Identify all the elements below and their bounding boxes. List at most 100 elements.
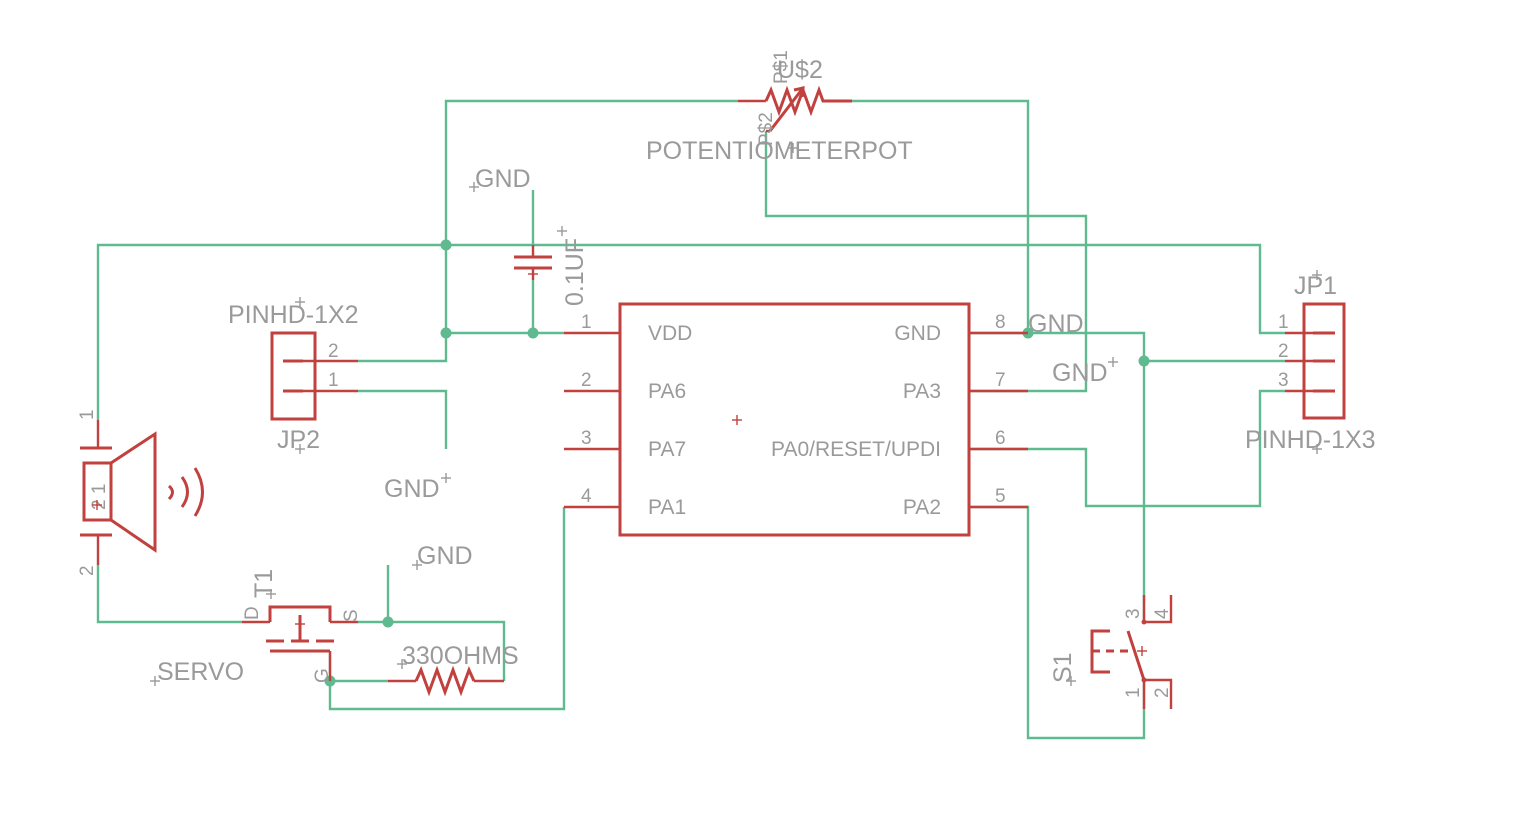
switch-pin-number: 4: [1152, 608, 1173, 619]
gnd-origin: [1108, 357, 1118, 367]
wire-speaker-drain: [96, 565, 242, 624]
sound-wave: [180, 476, 189, 508]
resistor-origin: [397, 659, 407, 669]
switch-pin-number: 2: [1152, 687, 1173, 698]
resistor-value: 330OHMS: [402, 642, 519, 670]
switch-origin: [1137, 646, 1147, 656]
switch-lead: [1144, 595, 1173, 624]
cap-value-origin: [557, 226, 567, 236]
ic-body: [618, 302, 971, 537]
fet-name-origin: [266, 589, 276, 599]
wire-pot-right: [852, 99, 1030, 333]
fet-g-label: G: [312, 668, 333, 683]
switch-pin-number: 1: [1123, 687, 1144, 698]
switch-name: S1: [1049, 652, 1077, 683]
ic-pin-name: PA6: [648, 380, 686, 403]
junctions: [324, 239, 1150, 687]
gnd-label-left: GND: [384, 475, 440, 503]
gnd-origin: [469, 182, 479, 192]
ic-pin-name: VDD: [648, 322, 692, 345]
junction-dot: [527, 327, 539, 339]
junction-dot: [1138, 355, 1150, 367]
wire-updi: [970, 389, 1285, 508]
jp2-value: PINHD-1X2: [228, 301, 359, 329]
wire-pot-left: [444, 99, 738, 333]
jp2-origin-mark: [295, 297, 305, 454]
ic-origin-mark: [732, 415, 742, 425]
wire-vdd-rail: [96, 243, 1285, 420]
switch-terminal: [1141, 619, 1147, 625]
fet-d-label: D: [242, 606, 263, 620]
gnd-origin: [412, 560, 422, 570]
servo-label-group: SERVO: [150, 658, 244, 686]
ic-pin-name: PA2: [903, 496, 941, 519]
jp1-pin-number: 2: [1278, 341, 1289, 362]
ic-pin-number: 5: [995, 486, 1006, 507]
ic-attiny[interactable]: 1 2 3 4 VDD PA6 PA7 PA1 8 7 6 5 GND PA3 …: [564, 302, 1028, 537]
potentiometer[interactable]: P$1 P$2 U$2 POTENTIOMETERPOT: [646, 50, 913, 165]
mosfet-t1[interactable]: D S G T1: [242, 569, 362, 683]
fet-s-label: S: [341, 609, 362, 622]
wire-source-resistor: [358, 620, 506, 681]
header-jp2[interactable]: 2 1 PINHD-1X2 JP2: [228, 297, 359, 454]
switch-pin-number: 3: [1123, 608, 1144, 619]
pot-wiper: [768, 87, 805, 132]
speaker-coil: [82, 461, 113, 522]
pot-pin-label: P$2: [756, 112, 777, 146]
ic-pin-number: 6: [995, 428, 1006, 449]
speaker-pin-number: 2: [77, 565, 98, 576]
switch-terminal: [1141, 677, 1147, 683]
header-jp1[interactable]: 1 2 3 JP1 PINHD-1X3: [1245, 270, 1376, 454]
ic-pin-name: PA3: [903, 380, 941, 403]
pot-wiper-arrow: [793, 86, 805, 98]
ic-pin-number: 8: [995, 312, 1006, 333]
servo-label: SERVO: [157, 658, 244, 686]
sound-wave: [193, 467, 204, 517]
jp2-pin-number: 2: [328, 341, 339, 362]
pot-origin-mark: [788, 143, 798, 153]
speaker[interactable]: 1 2 2 1: [77, 409, 204, 576]
gnd-labels: GND GND GND GND GND: [384, 165, 1118, 570]
pot-value: POTENTIOMETERPOT: [646, 137, 913, 165]
fet-drain: [268, 605, 300, 622]
ic-pin-number: 4: [581, 486, 592, 507]
wire-pa2-switch: [970, 505, 1146, 740]
switch-name-origin: [1066, 676, 1076, 686]
ic-pin-number: 1: [581, 312, 592, 333]
gnd-label-right: GND: [1052, 359, 1108, 387]
pot-name: U$2: [777, 56, 823, 84]
gnd-label-top: GND: [475, 165, 531, 193]
junction-dot: [382, 616, 394, 628]
junction-dot: [440, 239, 452, 251]
jp2-name: JP2: [277, 426, 320, 454]
ic-pin-number: 2: [581, 370, 592, 391]
switch-lead: [1144, 678, 1173, 709]
wire-pa1-gate: [328, 507, 566, 711]
gnd-label-fet: GND: [417, 542, 473, 570]
resistor-zigzag: [414, 665, 476, 697]
fet-name: T1: [250, 569, 278, 598]
pot-resistor-zigzag: [764, 85, 852, 117]
jp2-body: [270, 331, 317, 421]
pot-pin-label: P$1: [771, 50, 792, 84]
jp1-origin-mark: [1312, 270, 1322, 454]
gnd-origin: [441, 473, 451, 483]
fet-origin-mark: [295, 619, 305, 629]
gnd-label-pin8: GND: [1028, 310, 1084, 338]
speaker-cone: [110, 431, 157, 553]
cap-value: 0.1UF: [561, 238, 589, 306]
ic-pin-name: GND: [894, 322, 941, 345]
resistor-330[interactable]: 330OHMS: [388, 642, 519, 697]
switch-actuator: [1090, 629, 1110, 674]
ic-pin-name: PA0/RESET/UPDI: [771, 438, 941, 461]
switch-s1[interactable]: 3 4 1 2 S1: [1049, 595, 1173, 709]
jp1-pin-number: 3: [1278, 370, 1289, 391]
speaker-inner-label: 2 1: [89, 484, 110, 510]
ic-pin-number: 3: [581, 428, 592, 449]
junction-dot: [440, 327, 452, 339]
ic-pin-name: PA1: [648, 496, 686, 519]
capacitor[interactable]: 0.1UF: [514, 226, 589, 306]
speaker-pin-number: 1: [77, 409, 98, 420]
ic-pin-name: PA7: [648, 438, 686, 461]
